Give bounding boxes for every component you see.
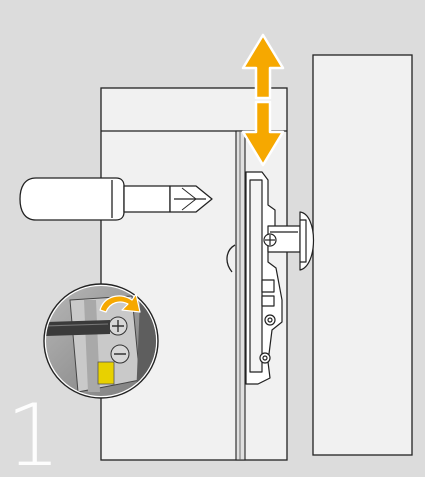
magnified-detail-inset — [43, 283, 159, 399]
door-panel — [312, 54, 413, 456]
hinge-assembly — [226, 171, 315, 385]
double-vertical-arrow-icon — [241, 33, 285, 167]
step-number: 1 — [6, 386, 61, 486]
mounting-plate-edge — [235, 130, 246, 461]
rotation-arrow-icon — [99, 293, 141, 313]
screwdriver-icon — [19, 177, 213, 221]
